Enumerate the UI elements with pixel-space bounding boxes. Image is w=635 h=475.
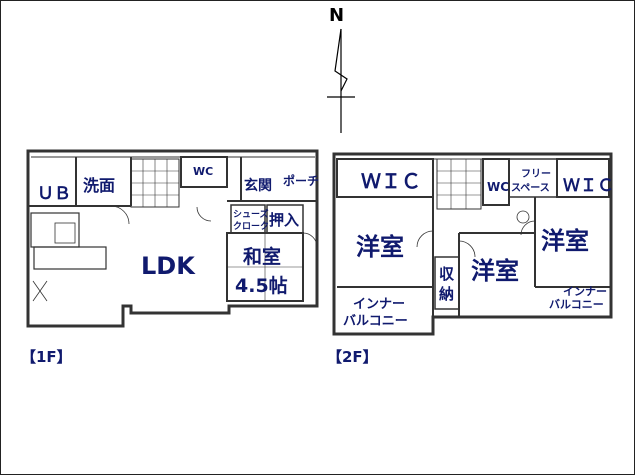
label-ub: ＵＢ — [37, 184, 71, 204]
label-japanese-size: 4.5帖 — [235, 274, 288, 297]
label-inner-balcony-right-1: インナー — [563, 285, 607, 298]
north-arrow — [327, 28, 355, 133]
label-shoe-cloak-2: クローク — [233, 221, 269, 232]
label-entrance: 玄関 — [244, 177, 272, 194]
label-closet: 押入 — [269, 211, 299, 229]
label-ldk: LDK — [141, 252, 196, 280]
label-inner-balcony-left-1: インナー — [353, 297, 405, 312]
floor-tag-1f: 【1F】 — [21, 348, 72, 366]
label-wic-right: ＷＩＣ — [563, 176, 614, 196]
floor-tag-2f: 【2F】 — [327, 348, 378, 366]
label-wc-2f: WC — [487, 180, 509, 194]
north-label: N — [329, 5, 345, 26]
label-washroom: 洗面 — [83, 176, 115, 195]
label-wc-1f: WC — [193, 165, 213, 178]
label-japanese-room: 和室 — [243, 245, 281, 268]
label-inner-balcony-left-2: バルコニー — [343, 314, 408, 329]
label-wic-left: ＷＩＣ — [361, 169, 421, 193]
label-shoe-cloak-1: シューズ — [233, 208, 269, 220]
label-free-space-2: スペース — [511, 182, 550, 194]
second-floor-plan — [332, 152, 613, 336]
label-free-space-1: フリー — [521, 168, 551, 180]
label-storage-2: 納 — [439, 285, 454, 303]
label-storage-1: 収 — [439, 265, 455, 283]
label-western-right: 洋室 — [541, 227, 589, 255]
label-western-center: 洋室 — [471, 257, 519, 285]
first-floor-plan — [26, 149, 319, 328]
label-western-left: 洋室 — [356, 233, 404, 261]
label-porch: ポーチ — [283, 173, 319, 188]
label-inner-balcony-right-2: バルコニー — [549, 298, 604, 311]
